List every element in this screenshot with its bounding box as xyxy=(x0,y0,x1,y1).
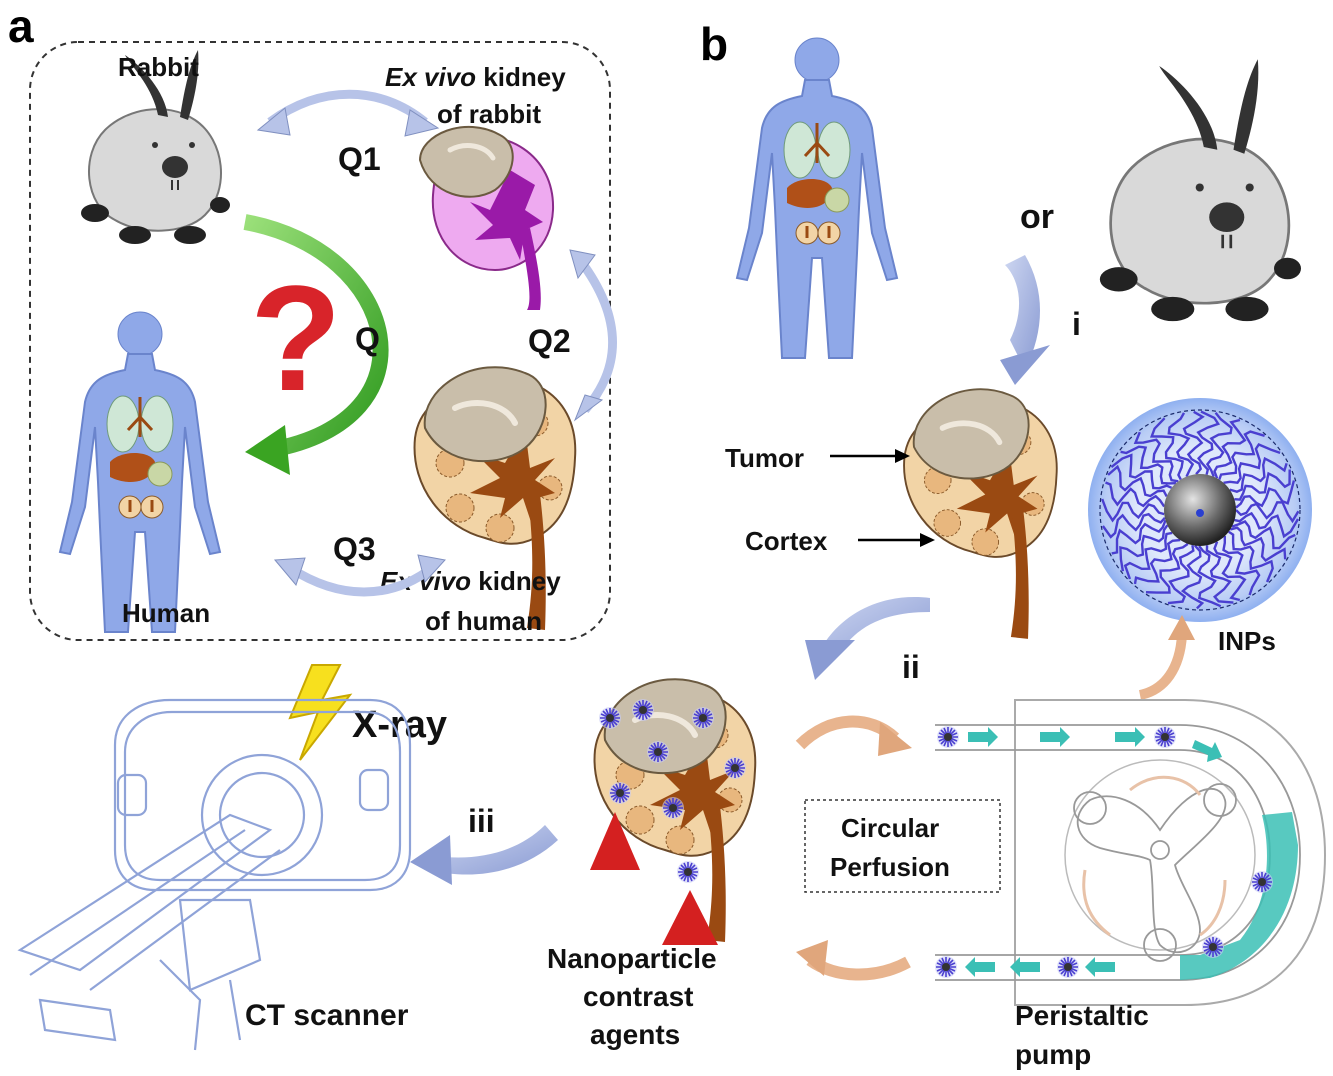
arrow-i xyxy=(1005,255,1040,370)
inp-polymer-strand xyxy=(1105,481,1166,508)
inp-polymer-strand xyxy=(1235,501,1300,524)
q2-arrow xyxy=(576,257,617,413)
label-step-i: i xyxy=(1072,306,1081,342)
panel-b-letter: b xyxy=(700,18,728,70)
inp-polymer-strand xyxy=(1234,511,1300,539)
label-ex-vivo-rabbit: Ex vivo kidney xyxy=(385,62,566,92)
inp-polymer-strand xyxy=(1182,410,1205,475)
contrast-triangle-2 xyxy=(662,890,718,945)
label-nanoparticle-3: agents xyxy=(590,1019,680,1050)
label-tumor: Tumor xyxy=(725,443,804,473)
label-q3: Q3 xyxy=(333,531,376,567)
panel-a-frame xyxy=(29,41,611,641)
label-q: Q xyxy=(355,321,380,357)
label-nanoparticle-1: Nanoparticle xyxy=(547,943,717,974)
inp-polymer-strand xyxy=(1229,456,1288,493)
peristaltic-pump-illustration xyxy=(935,699,1327,1006)
inp-polymer-strand xyxy=(1196,410,1221,475)
label-ct-scanner: CT scanner xyxy=(245,999,409,1032)
inp-polymer-strand xyxy=(1223,443,1281,484)
inp-polymer-strand xyxy=(1149,417,1184,481)
inp-polymer-strand xyxy=(1133,538,1181,585)
inp-polymer-strand xyxy=(1234,469,1291,501)
label-ex-vivo-rabbit-italic: Ex vivo xyxy=(385,62,476,92)
inp-polymer-strand xyxy=(1222,536,1261,596)
arrow-iii xyxy=(430,825,558,875)
inp-polymer-strand xyxy=(1101,498,1165,523)
label-pump: pump xyxy=(1015,1039,1091,1070)
inp-polymer-strand xyxy=(1228,530,1274,583)
label-ex-vivo-rabbit-rest: kidney xyxy=(476,62,566,92)
label-or: or xyxy=(1020,198,1054,236)
inp-polymer-strand xyxy=(1110,453,1173,490)
label-peristaltic: Peristaltic xyxy=(1015,1000,1149,1031)
inp-polymer-strand xyxy=(1120,445,1177,485)
label-nanoparticle-2: contrast xyxy=(583,981,693,1012)
label-q1: Q1 xyxy=(338,141,381,177)
inp-polymer-strand xyxy=(1205,545,1234,604)
label-ex-vivo-rabbit-line2: of rabbit xyxy=(437,99,541,129)
label-ex-vivo-human-rest: kidney xyxy=(471,566,561,596)
label-ex-vivo-human-line2: of human xyxy=(425,606,542,636)
inp-polymer-strand xyxy=(1180,544,1205,610)
inp-polymer-strand xyxy=(1167,545,1195,605)
rabbit-illustration-b xyxy=(1098,57,1303,323)
tube-flow-arrows xyxy=(965,727,1222,977)
inp-polymer-strand xyxy=(1231,520,1296,550)
label-step-ii: ii xyxy=(902,649,920,685)
arrow-to-inps xyxy=(1138,634,1187,700)
label-step-iii: iii xyxy=(468,803,495,839)
label-inps: INPs xyxy=(1218,626,1276,656)
label-q2: Q2 xyxy=(528,323,571,359)
label-perfusion: Perfusion xyxy=(830,852,950,882)
inp-polymer-strand xyxy=(1107,464,1168,498)
pump-nanoparticles xyxy=(934,725,1274,979)
inp-polymer-strand xyxy=(1119,524,1169,572)
question-mark: ? xyxy=(250,254,342,422)
inp-polymer-strand xyxy=(1197,545,1222,608)
inp-polymer-strand xyxy=(1218,430,1265,481)
human-illustration-b xyxy=(735,36,899,360)
q1-arrow xyxy=(267,89,428,126)
panel-a-letter: a xyxy=(8,0,34,52)
human-illustration-a xyxy=(58,310,222,634)
label-rabbit: Rabbit xyxy=(118,52,199,82)
inp-polymer-strand xyxy=(1101,512,1166,539)
inp-polymer-strand xyxy=(1145,542,1189,594)
inp-polymer-strand xyxy=(1213,541,1247,602)
inp-polymer-strand xyxy=(1213,418,1247,479)
label-circular: Circular xyxy=(841,813,939,843)
inp-polymer-strand xyxy=(1111,519,1167,555)
inp-polymer-strand xyxy=(1229,526,1287,563)
rabbit-kidney-illustration xyxy=(418,125,555,310)
label-human: Human xyxy=(122,598,210,628)
ct-scanner-illustration xyxy=(17,698,412,1051)
label-cortex: Cortex xyxy=(745,526,828,556)
inp-particle-illustration xyxy=(1088,398,1312,622)
inp-polymer-strand xyxy=(1205,412,1233,478)
contrast-triangle-1 xyxy=(590,812,640,870)
inp-polymer-strand xyxy=(1167,412,1195,478)
inp-polymer-strand xyxy=(1235,480,1296,509)
circular-perfusion-box xyxy=(804,799,1001,893)
q-arrow xyxy=(243,214,389,458)
label-ex-vivo-human: Ex vivo kidney xyxy=(380,566,561,596)
inp-polymer-strand xyxy=(1133,431,1179,483)
q3-arrow xyxy=(287,564,435,597)
inp-polymer-strand xyxy=(1123,531,1173,580)
